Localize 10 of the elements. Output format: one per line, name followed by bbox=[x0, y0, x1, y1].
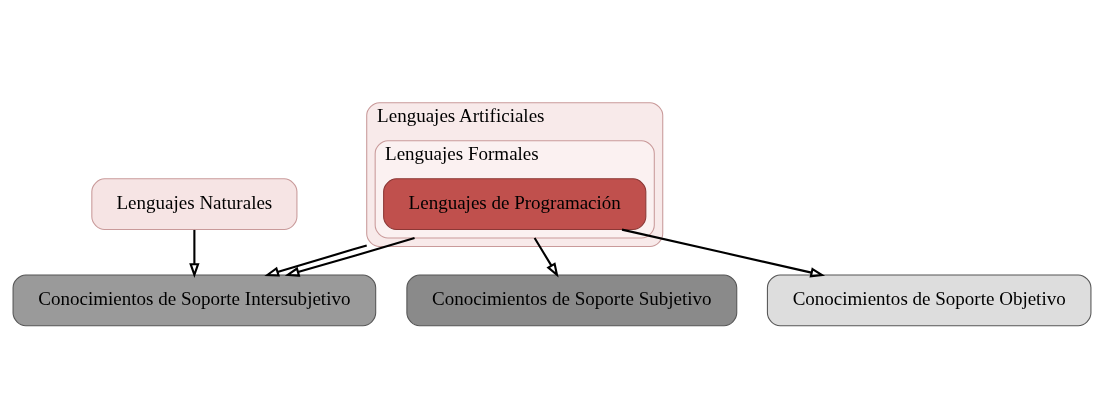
node-box: Conocimientos de Soporte Subjetivo bbox=[406, 274, 738, 326]
node-box: Lenguajes Naturales bbox=[91, 177, 298, 230]
arrow bbox=[533, 236, 559, 277]
arrow bbox=[189, 229, 200, 278]
node-box: Conocimientos de Soporte Objetivo bbox=[766, 274, 1092, 326]
arrow bbox=[264, 243, 367, 277]
arrow bbox=[621, 228, 826, 277]
node-box: Conocimientos de Soporte Intersubjetivo bbox=[12, 274, 377, 326]
node-box: Lenguajes de Programación bbox=[383, 177, 647, 230]
arrow bbox=[284, 236, 415, 277]
